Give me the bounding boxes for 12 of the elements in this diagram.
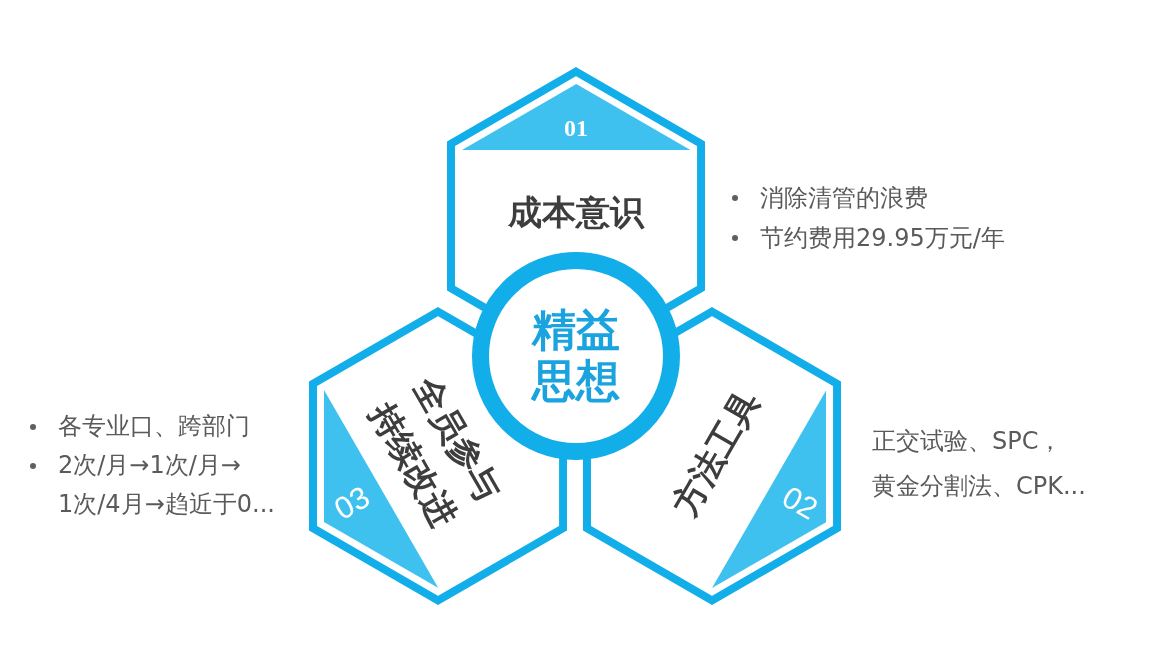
note-text: 2次/月→1次/月→1次/4月→趋近于0... — [58, 450, 275, 520]
step-number: 02 — [777, 480, 823, 526]
hexagon-title: 方法工具 — [664, 383, 767, 524]
note-text: 正交试验、SPC，黄金分割法、CPK... — [872, 426, 1086, 502]
center-title: 精益思想 — [532, 305, 620, 407]
hexagon-title: 成本意识 — [508, 191, 644, 233]
step-number: 01 — [564, 116, 588, 140]
note-text: 节约费用29.95万元/年 — [760, 223, 1005, 254]
note-text: 各专业口、跨部门 — [58, 411, 250, 442]
step-number: 03 — [329, 480, 375, 526]
note-text: 消除清管的浪费 — [760, 183, 928, 214]
number-triangle — [461, 84, 691, 150]
